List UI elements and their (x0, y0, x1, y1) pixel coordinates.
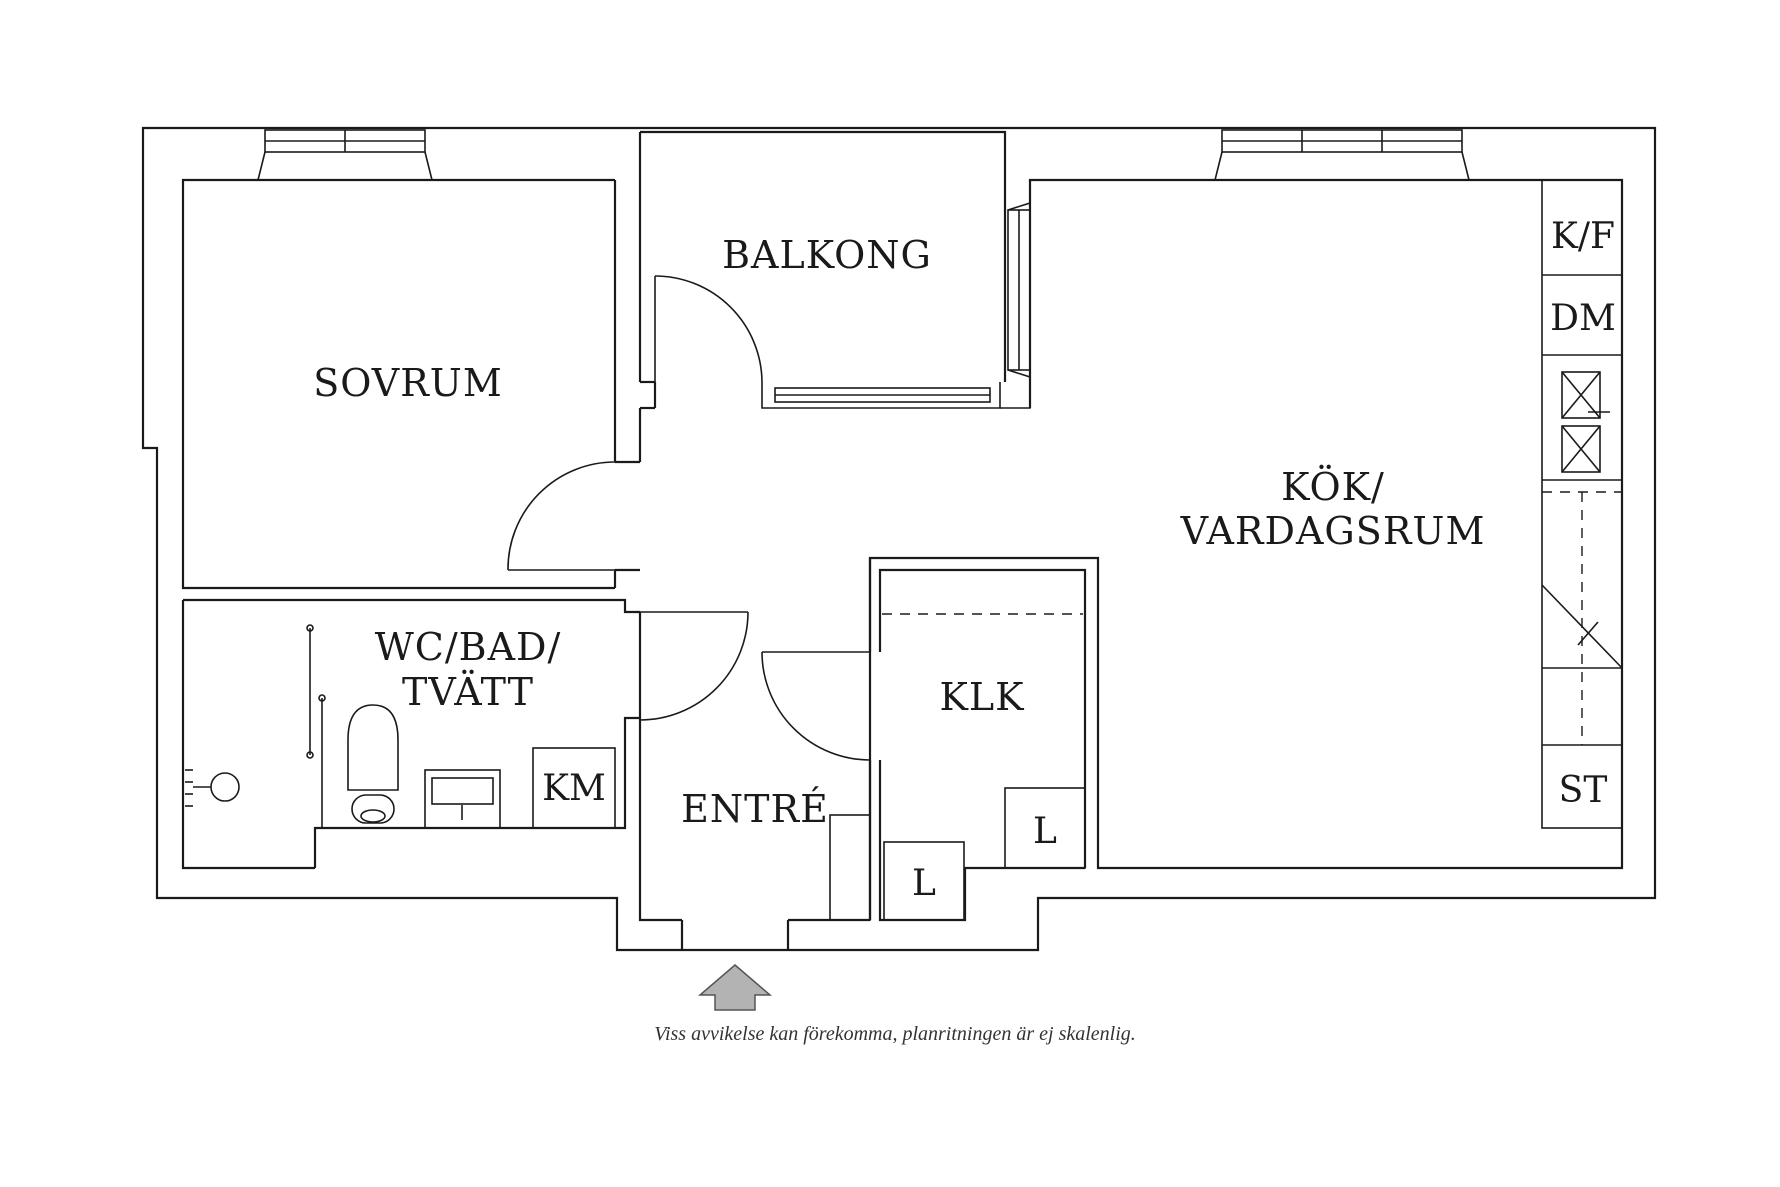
window-sovrum (256, 129, 434, 181)
label-dm: DM (1550, 298, 1616, 339)
label-st: ST (1559, 770, 1608, 811)
label-wc-line1: WC/BAD/ (375, 625, 562, 669)
room-balkong (638, 130, 1031, 410)
label-l-lower: L (912, 863, 936, 904)
room-klk (868, 558, 1087, 922)
room-kok-vardagsrum (868, 178, 1624, 920)
window-kok (1213, 129, 1471, 181)
label-kok-line2: VARDAGSRUM (1180, 509, 1486, 553)
label-balkong: BALKONG (722, 233, 932, 277)
room-sovrum (181, 178, 642, 590)
up-arrow-icon (697, 964, 773, 1011)
label-klk: KLK (939, 675, 1024, 719)
outer-walls (141, 126, 1657, 952)
disclaimer-note: Viss avvikelse kan förekomma, planritnin… (654, 1023, 1136, 1045)
label-kok-line1: KÖK/ (1281, 465, 1385, 509)
room-wc-bad (181, 598, 749, 870)
label-l-upper: L (1033, 811, 1057, 852)
label-kf: K/F (1551, 216, 1615, 257)
label-sovrum: SOVRUM (313, 361, 503, 405)
label-wc-line2: TVÄTT (402, 670, 534, 714)
label-entre: ENTRÉ (681, 787, 829, 831)
label-km: KM (542, 768, 606, 809)
